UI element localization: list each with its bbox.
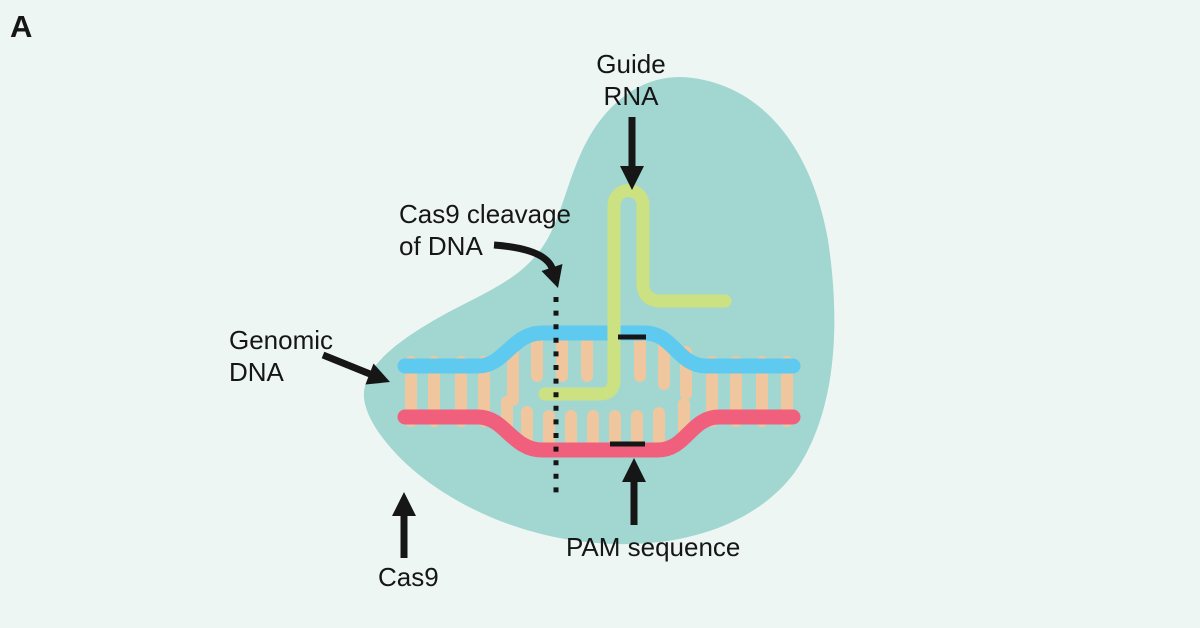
cleavage-label: Cas9 cleavage of DNA [399, 198, 571, 262]
cas9-label: Cas9 [378, 562, 439, 592]
genomic-dna-label-line2: DNA [229, 357, 284, 387]
genomic-dna-label: Genomic DNA [229, 324, 333, 388]
pam-arrow [622, 458, 646, 525]
guide-rna-strand [538, 184, 732, 401]
panel-label: A [10, 9, 33, 44]
dna-bottom-strand [397, 409, 801, 458]
dna-top-strand [397, 325, 801, 374]
cleavage-label-line2: of DNA [399, 231, 483, 261]
cleavage-label-line1: Cas9 cleavage [399, 199, 571, 229]
cleavage-arrow [493, 241, 563, 288]
guide-rna-label-line1: Guide [596, 49, 666, 79]
guide-rna-label-line2: RNA [603, 81, 659, 111]
cas9-arrow [392, 492, 416, 558]
genomic-dna-label-line1: Genomic [229, 325, 334, 355]
pam-sequence-label: PAM sequence [566, 532, 741, 562]
guide-rna-arrow [620, 117, 644, 190]
genomic-dna-arrow [321, 351, 390, 385]
cas9-protein-blob [363, 76, 835, 545]
guide-rna-label: Guide RNA [561, 48, 701, 112]
